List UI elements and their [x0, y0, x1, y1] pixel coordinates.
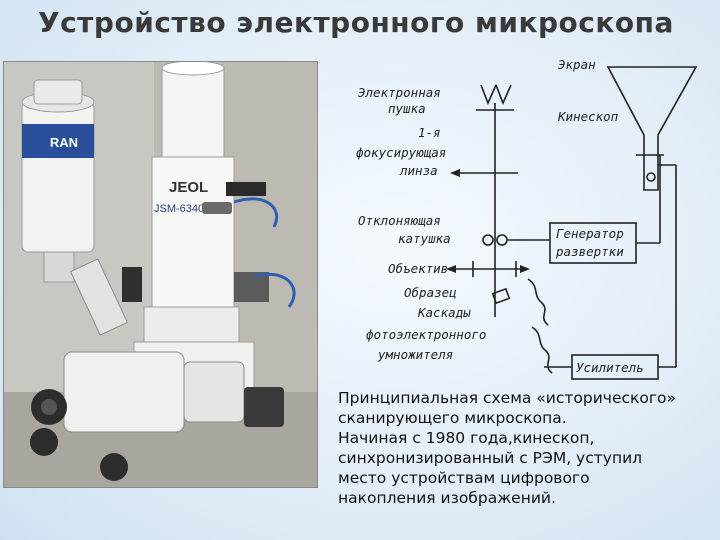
label-first-lens-3: линза	[399, 163, 438, 178]
caption-line-5: место устройствам цифрового	[338, 468, 716, 488]
tank-label: RAN	[50, 135, 78, 150]
label-kinescope: Кинескоп	[557, 109, 619, 124]
label-deflect-2: катушка	[398, 231, 451, 246]
label-generator-2: развертки	[555, 244, 624, 259]
microscope-photo: RAN JEOL JSM-6340F	[3, 61, 318, 488]
caption-line-2: сканирующего микроскопа.	[338, 408, 716, 428]
label-first-lens-1: 1-я	[418, 125, 441, 140]
caption-line-4: синхронизированный с РЭМ, уступил	[338, 448, 716, 468]
caption-line-3: Начиная с 1980 года,кинескоп,	[338, 428, 716, 448]
label-objective: Объектив	[388, 261, 448, 276]
label-screen: Экран	[558, 57, 596, 72]
label-gun-1: Электронная	[358, 85, 441, 100]
label-sample: Образец	[404, 285, 457, 300]
slide-title: Устройство электронного микроскопа	[38, 6, 708, 39]
scanning-microscope-schematic: Экран Электронная пушка 1-я фокусирующая…	[318, 55, 720, 385]
label-deflect-1: Отклоняющая	[358, 213, 441, 228]
brand-label: JEOL	[169, 179, 208, 196]
caption-line-6: накопления изображений.	[338, 488, 716, 508]
label-cascades-1: Каскады	[417, 305, 471, 320]
label-gun-2: пушка	[388, 101, 426, 116]
label-cascades-2: фотоэлектронного	[366, 327, 486, 342]
caption-line-1: Принципиальная схема «исторического»	[338, 388, 716, 408]
schematic-caption: Принципиальная схема «исторического» ска…	[338, 388, 716, 508]
label-cascades-3: умножителя	[377, 347, 453, 362]
side-tank: RAN	[22, 80, 94, 282]
label-amplifier: Усилитель	[576, 360, 644, 375]
label-first-lens-2: фокусирующая	[356, 145, 446, 160]
label-generator-1: Генератор	[556, 226, 624, 241]
